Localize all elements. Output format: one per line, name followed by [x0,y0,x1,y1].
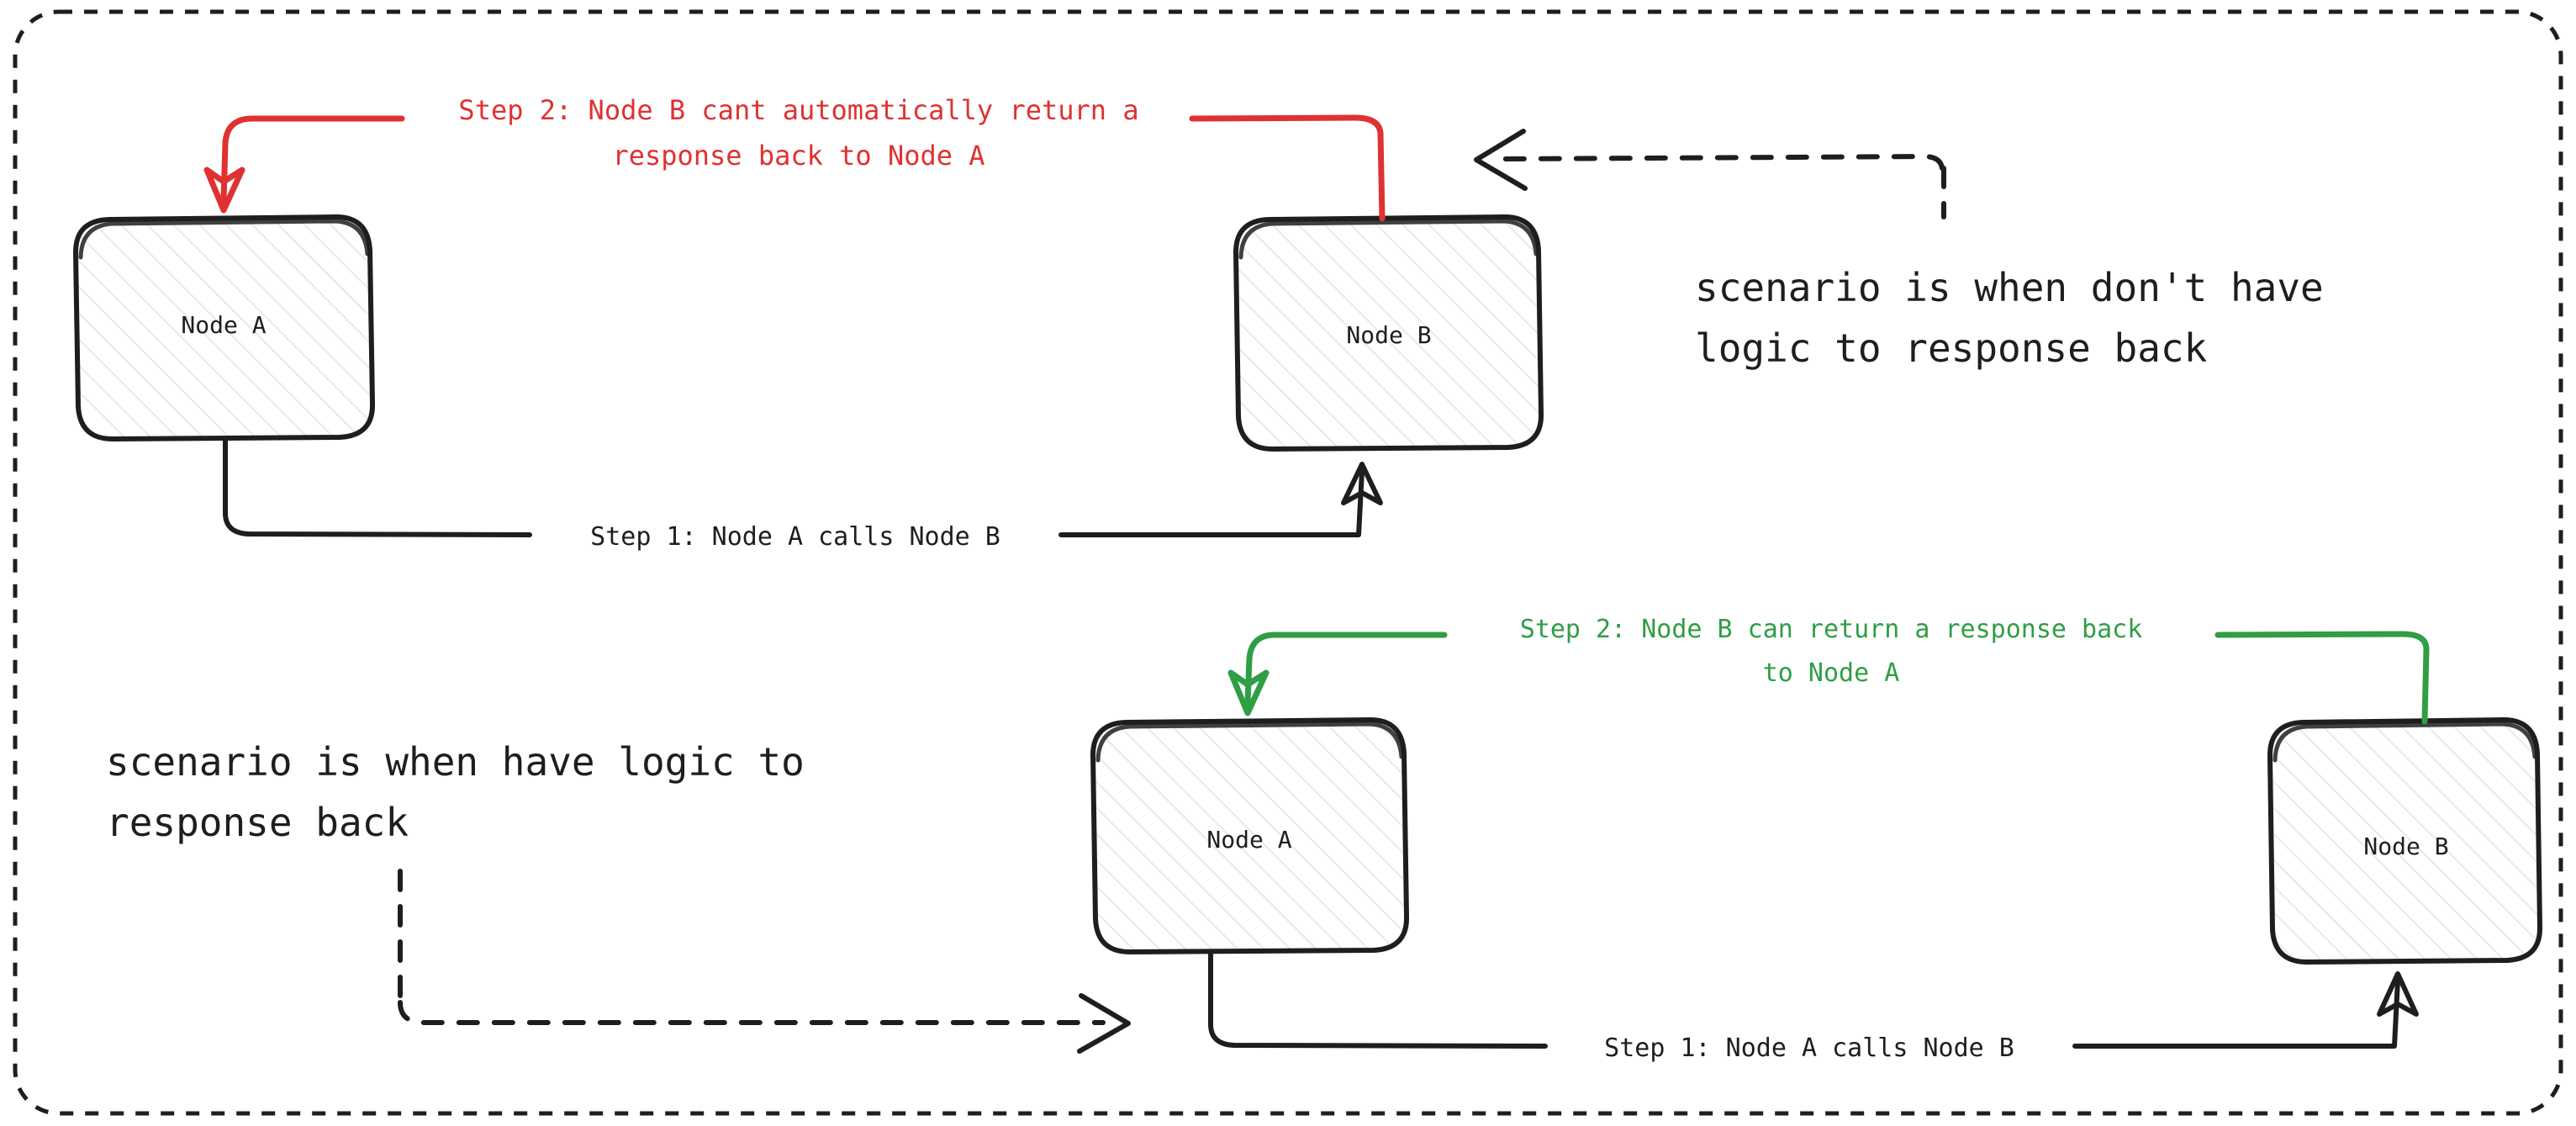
top-node-b-sketch-stroke [1238,219,1539,260]
bottom-annotation-arrowhead [1077,993,1131,1054]
bottom-step-2-edge: Step 2: Node B can return a response bac… [1227,615,2430,725]
top-step-2-label-line2: response back to Node A [612,140,984,172]
top-step-1-arrowhead [1341,462,1383,505]
top-node-a-label: Node A [181,311,266,339]
bottom-step-1-segment-right [2072,978,2400,1049]
bottom-node-b[interactable]: Node B [2267,717,2543,965]
bottom-annotation-line1: scenario is when have logic to [106,739,805,785]
top-step-2-segment-right [1189,114,1386,222]
top-node-a[interactable]: Node A [73,214,376,441]
top-step-2-edge: Step 2: Node B cant automatically return… [203,94,1386,222]
bottom-annotation-connector-horizontal [398,1000,1106,1025]
top-node-b-shape [1236,217,1542,449]
bottom-node-b-shape [2270,720,2541,962]
bottom-node-a[interactable]: Node A [1090,717,1410,954]
top-annotation-arrowhead [1474,129,1528,191]
top-node-b[interactable]: Node B [1233,214,1544,452]
bottom-node-b-outline [2267,717,2543,965]
bottom-step-1-edge: Step 1: Node A calls Node B [1208,951,2419,1063]
bottom-annotation-group: scenario is when have logic to response … [106,739,1131,1054]
top-step-1-label: Step 1: Node A calls Node B [590,522,1000,552]
bottom-step-2-label-line2: to Node A [1763,658,1900,688]
top-annotation-line1: scenario is when don't have [1695,265,2324,310]
top-node-a-outline [73,214,376,441]
top-annotation-group: scenario is when don't have logic to res… [1474,129,2324,371]
bottom-step-2-arrowhead [1227,669,1270,716]
top-node-a-sketch-stroke [78,219,370,260]
top-annotation-connector-horizontal [1502,154,1945,171]
bottom-step-2-label-line1: Step 2: Node B can return a response bac… [1520,615,2143,644]
bottom-node-a-shape [1093,720,1407,952]
frame-border [13,9,2563,1116]
bottom-step-1-arrowhead [2377,971,2419,1017]
top-step-1-edge: Step 1: Node A calls Node B [223,438,1383,552]
bottom-step-2-segment-left [1244,632,1448,706]
top-node-a-shape [76,217,373,439]
bottom-node-b-label: Node B [2363,833,2448,860]
bottom-annotation-line2: response back [106,800,409,845]
bottom-step-1-label: Step 1: Node A calls Node B [1604,1033,2014,1063]
top-annotation-line2: logic to response back [1695,325,2207,371]
top-step-2-segment-left [220,115,405,204]
bottom-node-a-label: Node A [1206,826,1291,854]
bottom-step-1-segment-left [1208,951,1548,1049]
bottom-step-2-segment-right [2214,631,2430,725]
top-step-1-segment-left [223,438,532,537]
bottom-node-b-sketch-stroke [2272,722,2537,763]
top-step-2-label-line1: Step 2: Node B cant automatically return… [458,94,1138,126]
top-node-b-label: Node B [1346,321,1431,349]
top-step-2-arrowhead [203,167,245,214]
bottom-node-a-sketch-stroke [1095,722,1404,763]
bottom-node-a-outline [1090,717,1410,954]
top-node-b-outline [1233,214,1544,452]
top-step-1-segment-right [1058,468,1365,537]
